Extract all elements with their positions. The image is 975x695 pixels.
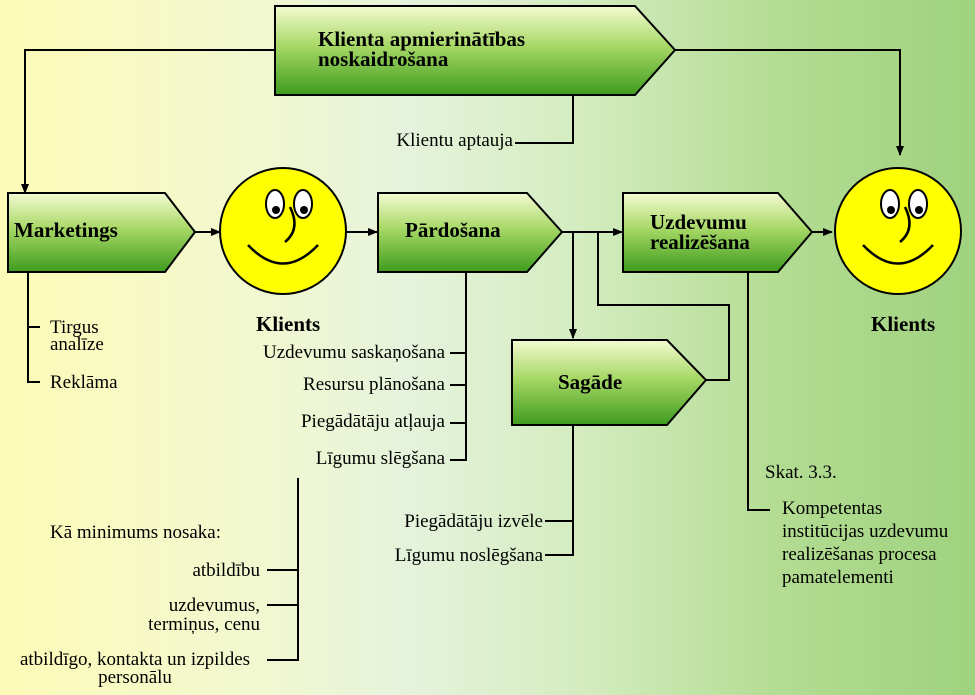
- arrow-satisfaction-to-client: [675, 49, 904, 156]
- realization-process-box: [622, 192, 814, 273]
- procurement-process-box: [511, 339, 708, 426]
- satisfaction-process-box: [274, 5, 677, 96]
- arrow-sales-to-procurement: [562, 231, 577, 339]
- client-smiley-left-icon: [219, 167, 347, 295]
- realization-reference: Skat. 3.3.: [765, 462, 837, 483]
- realization-note-text: Kompetentas institūcijas uzdevumu realiz…: [782, 498, 949, 588]
- procurement-subitem: Līgumu noslēgšana: [394, 545, 543, 566]
- sales-subitem: Resursu plānošana: [303, 374, 445, 395]
- marketing-process-box: [7, 192, 197, 273]
- client-smiley-right-icon: [834, 167, 962, 295]
- sales-process-label: Pārdošana: [405, 218, 501, 242]
- contract-minimum-heading: Kā minimums nosaka:: [50, 522, 221, 543]
- marketing-subitem: Reklāma: [50, 372, 118, 393]
- contract-minimum-item: atbildību: [192, 560, 260, 581]
- line-sales-subitems: [450, 272, 467, 461]
- arrow-satisfaction-to-marketing: [21, 49, 275, 194]
- contract-minimum-item: atbildīgo, kontakta un izpildes personāl…: [19, 649, 251, 688]
- satisfaction-subitem: Klientu aptauja: [396, 130, 513, 151]
- sales-process-box: [377, 192, 564, 273]
- line-client-survey: [515, 95, 574, 144]
- line-realization-note: [747, 272, 770, 511]
- client-label-right: Klients: [871, 312, 936, 336]
- sales-subitem: Līgumu slēgšana: [315, 448, 445, 469]
- line-marketing-subitems: [27, 272, 40, 383]
- procurement-subitem: Piegādātāju izvēle: [404, 511, 543, 532]
- line-contract-minimum: [267, 478, 299, 661]
- line-procurement-to-realization: [597, 232, 730, 381]
- marketing-process-label: Marketings: [14, 218, 118, 242]
- procurement-process-label: Sagāde: [558, 370, 623, 394]
- marketing-subitem: Tirgus analīze: [50, 317, 104, 355]
- client-label-left: Klients: [256, 312, 321, 336]
- sales-subitem: Uzdevumu saskaņošana: [262, 342, 445, 363]
- satisfaction-process-label: Klienta apmierinātības noskaidrošana: [318, 27, 526, 71]
- contract-minimum-item: uzdevumus, termiņus, cenu: [148, 595, 260, 635]
- connectors: [21, 49, 904, 661]
- line-procurement-subitems: [545, 425, 574, 556]
- sales-subitem: Piegādātāju atļauja: [300, 411, 445, 432]
- realization-process-label: Uzdevumu realizēšana: [650, 210, 750, 254]
